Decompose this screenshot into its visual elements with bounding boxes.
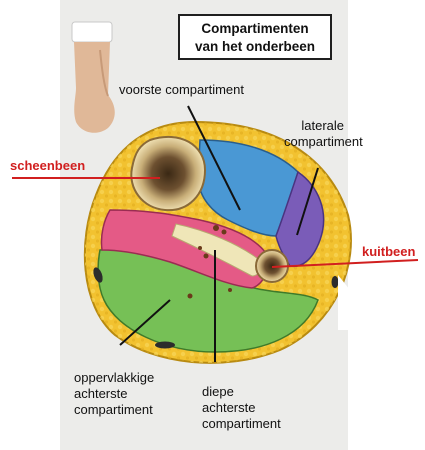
tibia-bone: [131, 137, 205, 210]
label-superficial-posterior: oppervlakkige achterste compartiment: [74, 370, 154, 418]
label-deep-line-3: compartiment: [202, 416, 281, 432]
label-superficial-line-1: oppervlakkige: [74, 370, 154, 386]
title-line-1: Compartimenten: [180, 20, 330, 38]
label-lateral-line-2: compartiment: [284, 134, 344, 150]
label-tibia: scheenbeen: [10, 158, 85, 173]
cross-section: [85, 122, 351, 363]
label-fibula: kuitbeen: [362, 244, 415, 259]
title-box: Compartimenten van het onderbeen: [178, 14, 332, 60]
label-anterior-compartment: voorste compartiment: [119, 82, 244, 98]
label-superficial-line-3: compartiment: [74, 402, 154, 418]
label-lateral-compartment: laterale compartiment: [284, 118, 344, 150]
label-superficial-line-2: achterste: [74, 386, 154, 402]
leg-thumbnail-illustration: [72, 22, 115, 133]
label-deep-line-2: achterste: [202, 400, 281, 416]
label-deep-line-1: diepe: [202, 384, 281, 400]
label-lateral-line-1: laterale: [284, 118, 344, 134]
title-line-2: van het onderbeen: [180, 38, 330, 56]
label-deep-posterior: diepe achterste compartiment: [202, 384, 281, 432]
